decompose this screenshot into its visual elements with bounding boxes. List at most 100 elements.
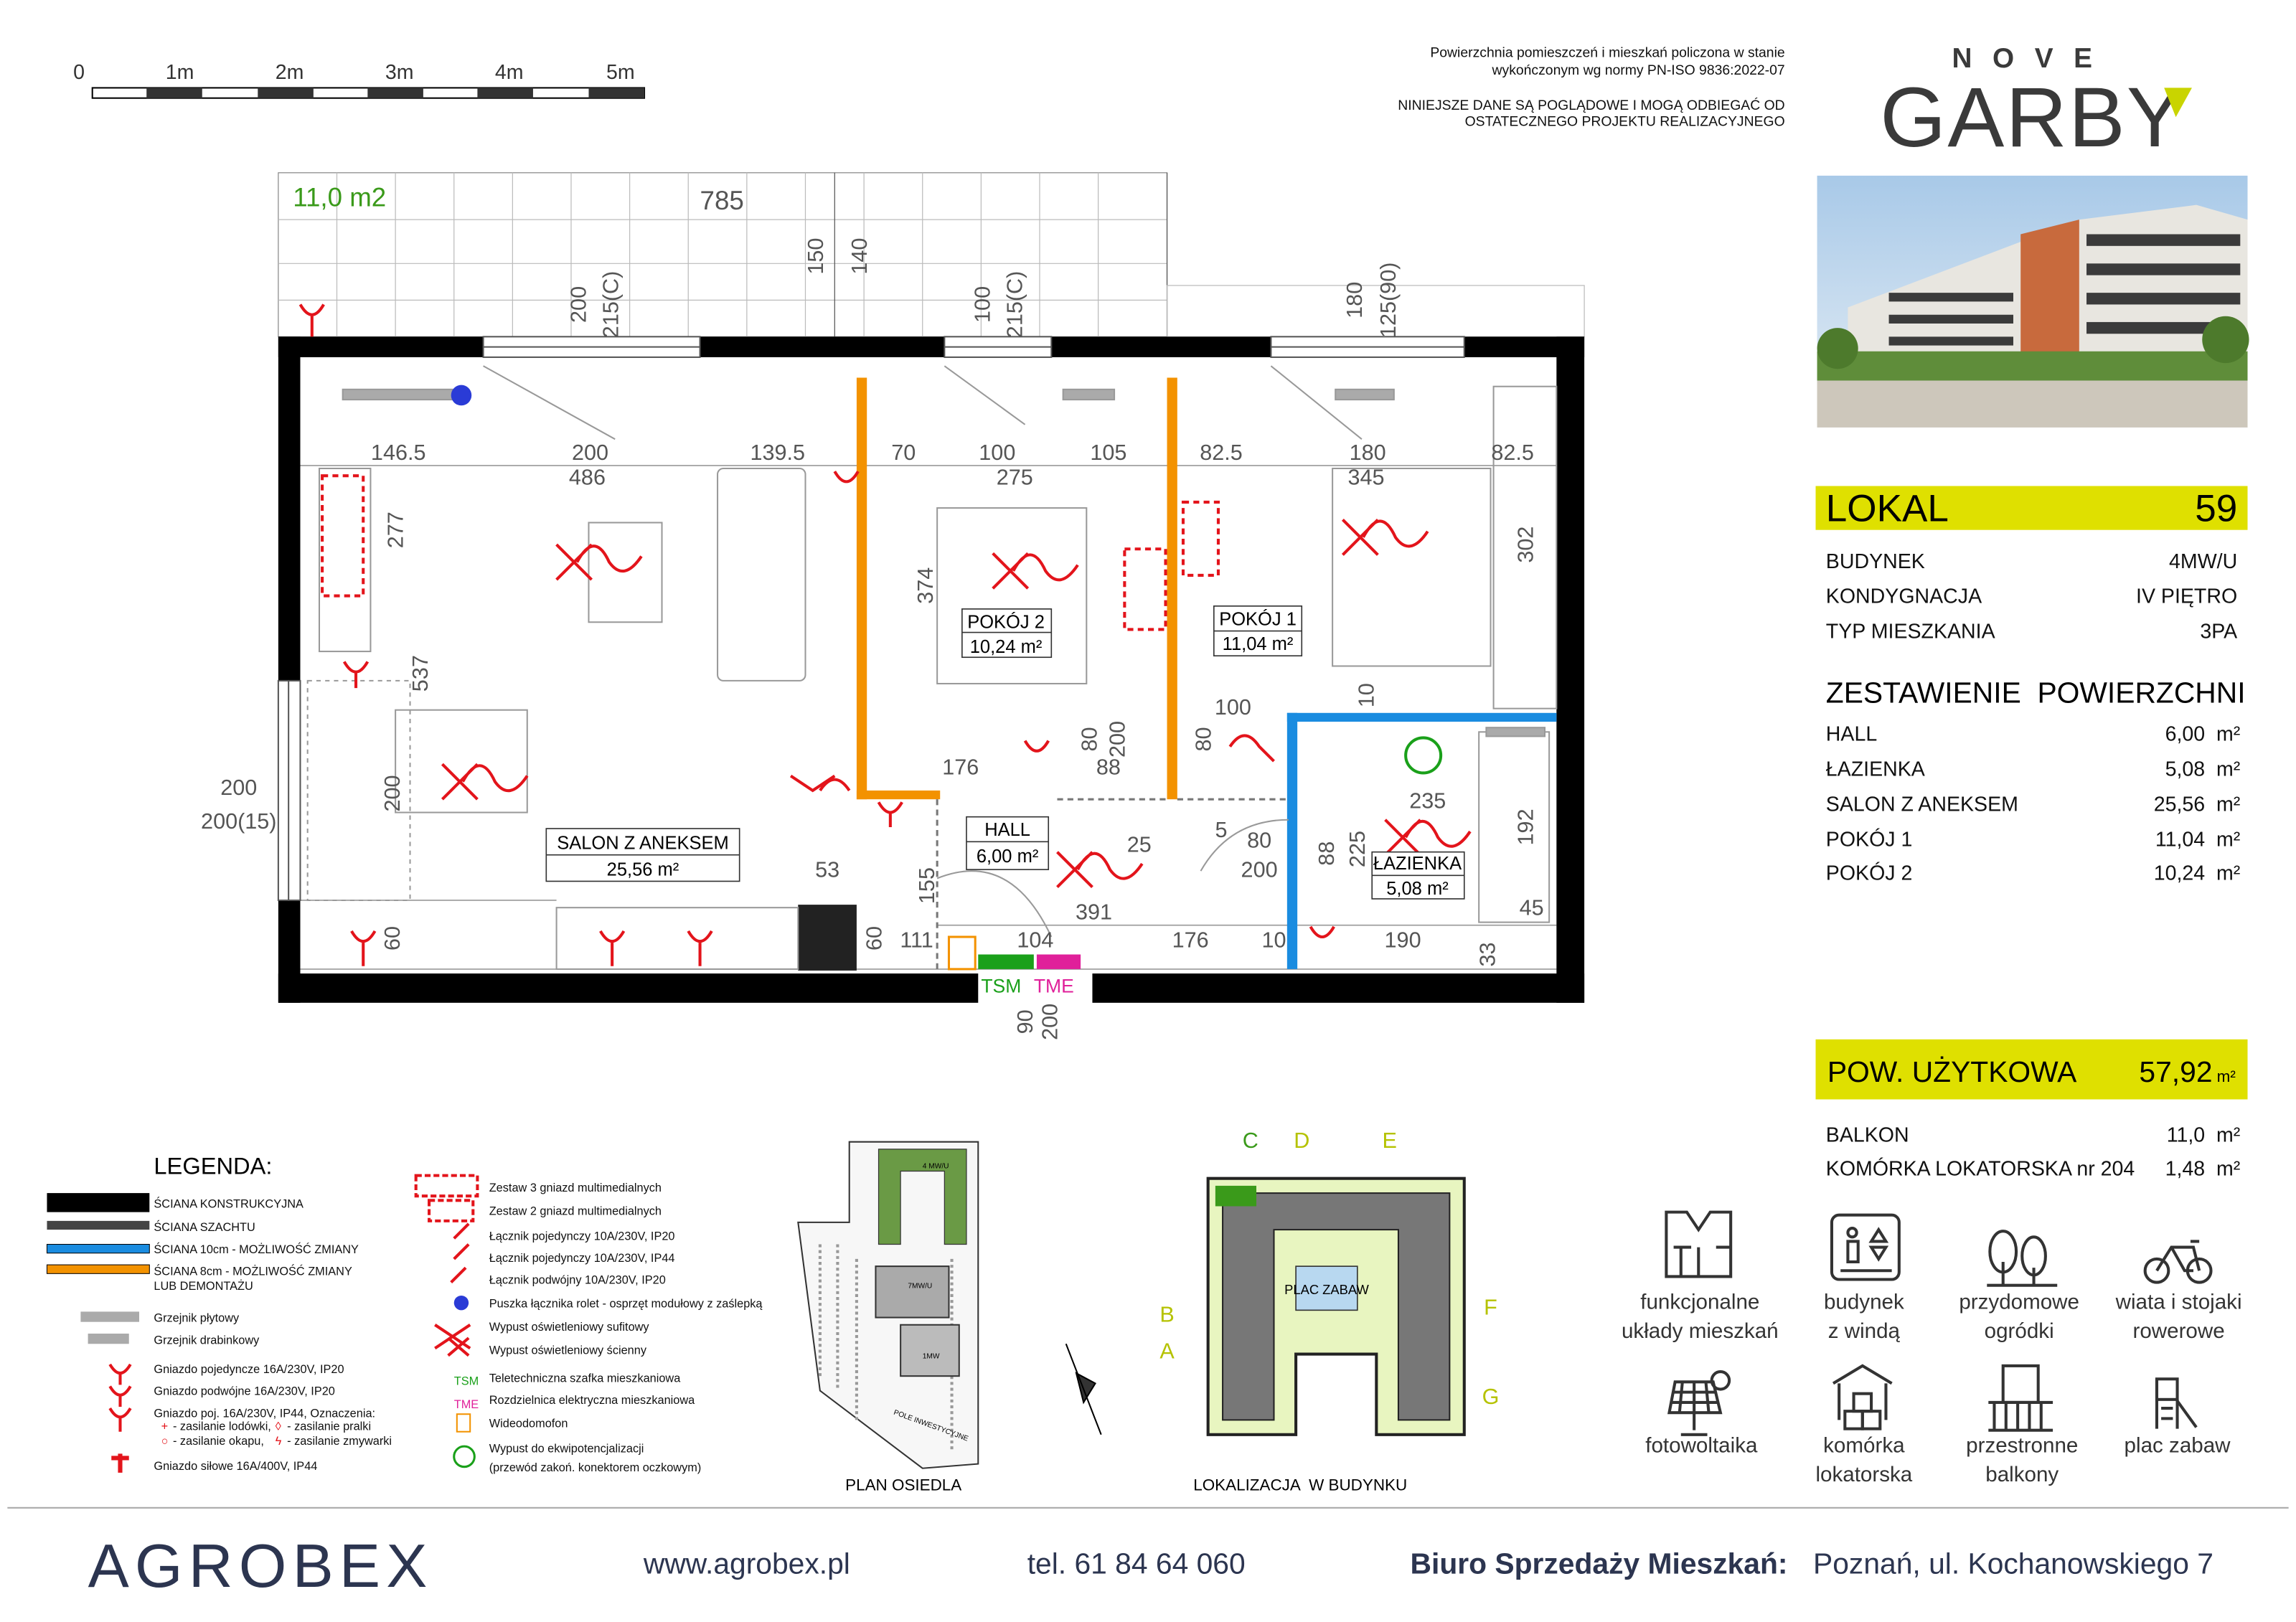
windows <box>277 336 1465 901</box>
legend: LEGENDA: ŚCIANA KONSTRUKCYJNA ŚCIANA SZA… <box>46 1153 763 1474</box>
dimension: 200 <box>1241 857 1278 882</box>
legend-item: (przewód zakoń. konektorem oczkowym) <box>489 1461 702 1474</box>
room-area: 10,24 m² <box>970 637 1043 657</box>
dimension: 111 <box>900 928 933 952</box>
svg-text:+: + <box>161 1420 169 1433</box>
legend-item: - zasilanie pralki <box>287 1420 371 1433</box>
dimension: 200 <box>1038 1004 1062 1040</box>
scale-label: 4m <box>495 61 524 84</box>
agrobex-logo: AGROBEX <box>88 1532 433 1600</box>
unit-info-panel: LOKAL 59 BUDYNEK 4MW/U KONDYGNACJA IV PI… <box>1815 486 2248 1181</box>
dimension: 200 <box>572 440 608 465</box>
amenity-label: wiata i stojaki <box>2115 1290 2242 1314</box>
dimension: 90 <box>1013 1009 1038 1034</box>
legend-right-icons <box>414 1174 479 1357</box>
legend-item: Łącznik pojedynczy 10A/230V, IP44 <box>489 1252 675 1265</box>
amenity-label: przydomowe <box>1959 1290 2079 1314</box>
tsm-legend-icon: TSM <box>454 1375 479 1387</box>
legend-item: Zestaw 3 gniazd multimedialnych <box>489 1182 662 1194</box>
site-building-label: 4 MW/U <box>923 1162 949 1170</box>
note-line: OSTATECZNEGO PROJEKTU REALIZACYJNEGO <box>1465 113 1785 129</box>
dimension: 200(15) <box>201 809 276 834</box>
blind-box-icon <box>453 1295 469 1311</box>
legend-item: Gniazdo siłowe 16A/400V, IP44 <box>154 1460 317 1473</box>
detail-value: 3PA <box>2200 621 2237 643</box>
room-name: SALON Z ANEKSEM <box>557 834 729 854</box>
unit-title-bar <box>1815 486 2248 530</box>
panel-radiator-icon <box>80 1311 140 1322</box>
amenity-label: lokatorska <box>1815 1463 1912 1486</box>
footer: AGROBEX www.agrobex.pl tel. 61 84 64 060… <box>88 1532 2213 1600</box>
scale-label: 1m <box>166 61 194 84</box>
site-plan: 4 MW/U 7MW/U 1MW POLE INWESTYCYJNE PLAN … <box>797 1141 979 1494</box>
amenity-label: budynek <box>1824 1290 1904 1314</box>
legend-item: Wypust oświetleniowy ścienny <box>489 1344 647 1357</box>
nove-garby-logo: NOVE GARBY <box>1880 43 2192 165</box>
legend-item: Łącznik pojedynczy 10A/230V, IP20 <box>489 1230 675 1243</box>
extra-label: BALKON <box>1826 1124 1909 1147</box>
construction-wall-swatch <box>47 1193 150 1212</box>
dimension: 60 <box>380 926 405 951</box>
socket-icon <box>298 303 1335 966</box>
scale-label: 0 <box>73 61 85 84</box>
blind-switch-icon <box>451 385 472 406</box>
legend-item: ŚCIANA 8cm - MOŻLIWOŚĆ ZMIANY <box>154 1264 352 1278</box>
dimension: 180 <box>1350 440 1386 465</box>
logo-accent-icon <box>2164 88 2192 118</box>
area-label: HALL <box>1826 723 1877 746</box>
tsm-cabinet: TSM <box>978 954 1034 997</box>
dimension: 200 <box>566 286 591 323</box>
sales-office-label: Biuro Sprzedaży Mieszkań: <box>1411 1547 1788 1580</box>
legend-item: Wideodomofon <box>489 1418 568 1430</box>
legend-item: ŚCIANA 10cm - MOŻLIWOŚĆ ZMIANY <box>154 1243 359 1256</box>
staircase-letter: E <box>1382 1128 1396 1153</box>
areas-title: ZESTAWIENIE POWIERZCHNI <box>1826 676 2246 709</box>
balcony <box>278 172 1168 337</box>
balcony-area: 11,0 m2 <box>293 183 386 212</box>
scale-label: 2m <box>276 61 304 84</box>
dimension: 80 <box>1192 727 1216 751</box>
detail-label: KONDYGNACJA <box>1826 585 1982 608</box>
legend-item: - zasilanie okapu, <box>173 1435 264 1448</box>
staircase-letter: A <box>1159 1339 1175 1364</box>
dimension: 5 <box>1215 818 1228 842</box>
ceiling-light-icon <box>441 518 1472 889</box>
dimension: 88 <box>1314 841 1339 866</box>
svg-text:ϟ: ϟ <box>276 1435 282 1448</box>
area-label: POKÓJ 2 <box>1826 862 1913 885</box>
unit-title: LOKAL <box>1826 487 1949 529</box>
legend-item: Zestaw 2 gniazd multimedialnych <box>489 1205 662 1218</box>
site-building-label: 1MW <box>923 1353 940 1361</box>
dimension: 139.5 <box>750 440 805 465</box>
dimension: 150 <box>804 238 828 275</box>
area-value: 5,08 m² <box>2165 758 2241 781</box>
dimension: 70 <box>891 440 916 465</box>
dimension: 25 <box>1127 833 1152 857</box>
scale-label: 5m <box>606 61 635 84</box>
dimension: 190 <box>1385 928 1421 952</box>
dimension: 82.5 <box>1200 440 1243 465</box>
storage-icon <box>1832 1364 1893 1430</box>
website-link[interactable]: www.agrobex.pl <box>643 1547 850 1580</box>
dimension: 277 <box>383 511 408 548</box>
dimension: 200 <box>380 775 405 811</box>
playground-icon <box>2155 1377 2198 1429</box>
legend-item: Gniazdo poj. 16A/230V, IP44, Oznaczenia: <box>154 1407 375 1420</box>
dimension: 125(90) <box>1376 263 1401 338</box>
detail-value: IV PIĘTRO <box>2136 585 2237 608</box>
dimension: 235 <box>1409 788 1446 813</box>
svg-text:◊: ◊ <box>276 1420 282 1433</box>
amenity-label: komórka <box>1823 1433 1905 1457</box>
amenity-label: z windą <box>1828 1319 1901 1343</box>
dimension: 10 <box>1354 683 1378 707</box>
area-label: SALON Z ANEKSEM <box>1826 793 2018 816</box>
tsm-label: TSM <box>981 976 1021 997</box>
unit-number: 59 <box>2195 487 2237 529</box>
staircase-letter: F <box>1484 1295 1497 1319</box>
staircase-letter: C <box>1243 1128 1258 1153</box>
dimension: 374 <box>913 567 938 604</box>
legend-item: Rozdzielnica elektryczna mieszkaniowa <box>489 1394 695 1407</box>
dimension: 225 <box>1345 831 1370 867</box>
phone-number[interactable]: tel. 61 84 64 060 <box>1027 1547 1246 1580</box>
intercom-legend-icon <box>456 1413 471 1433</box>
